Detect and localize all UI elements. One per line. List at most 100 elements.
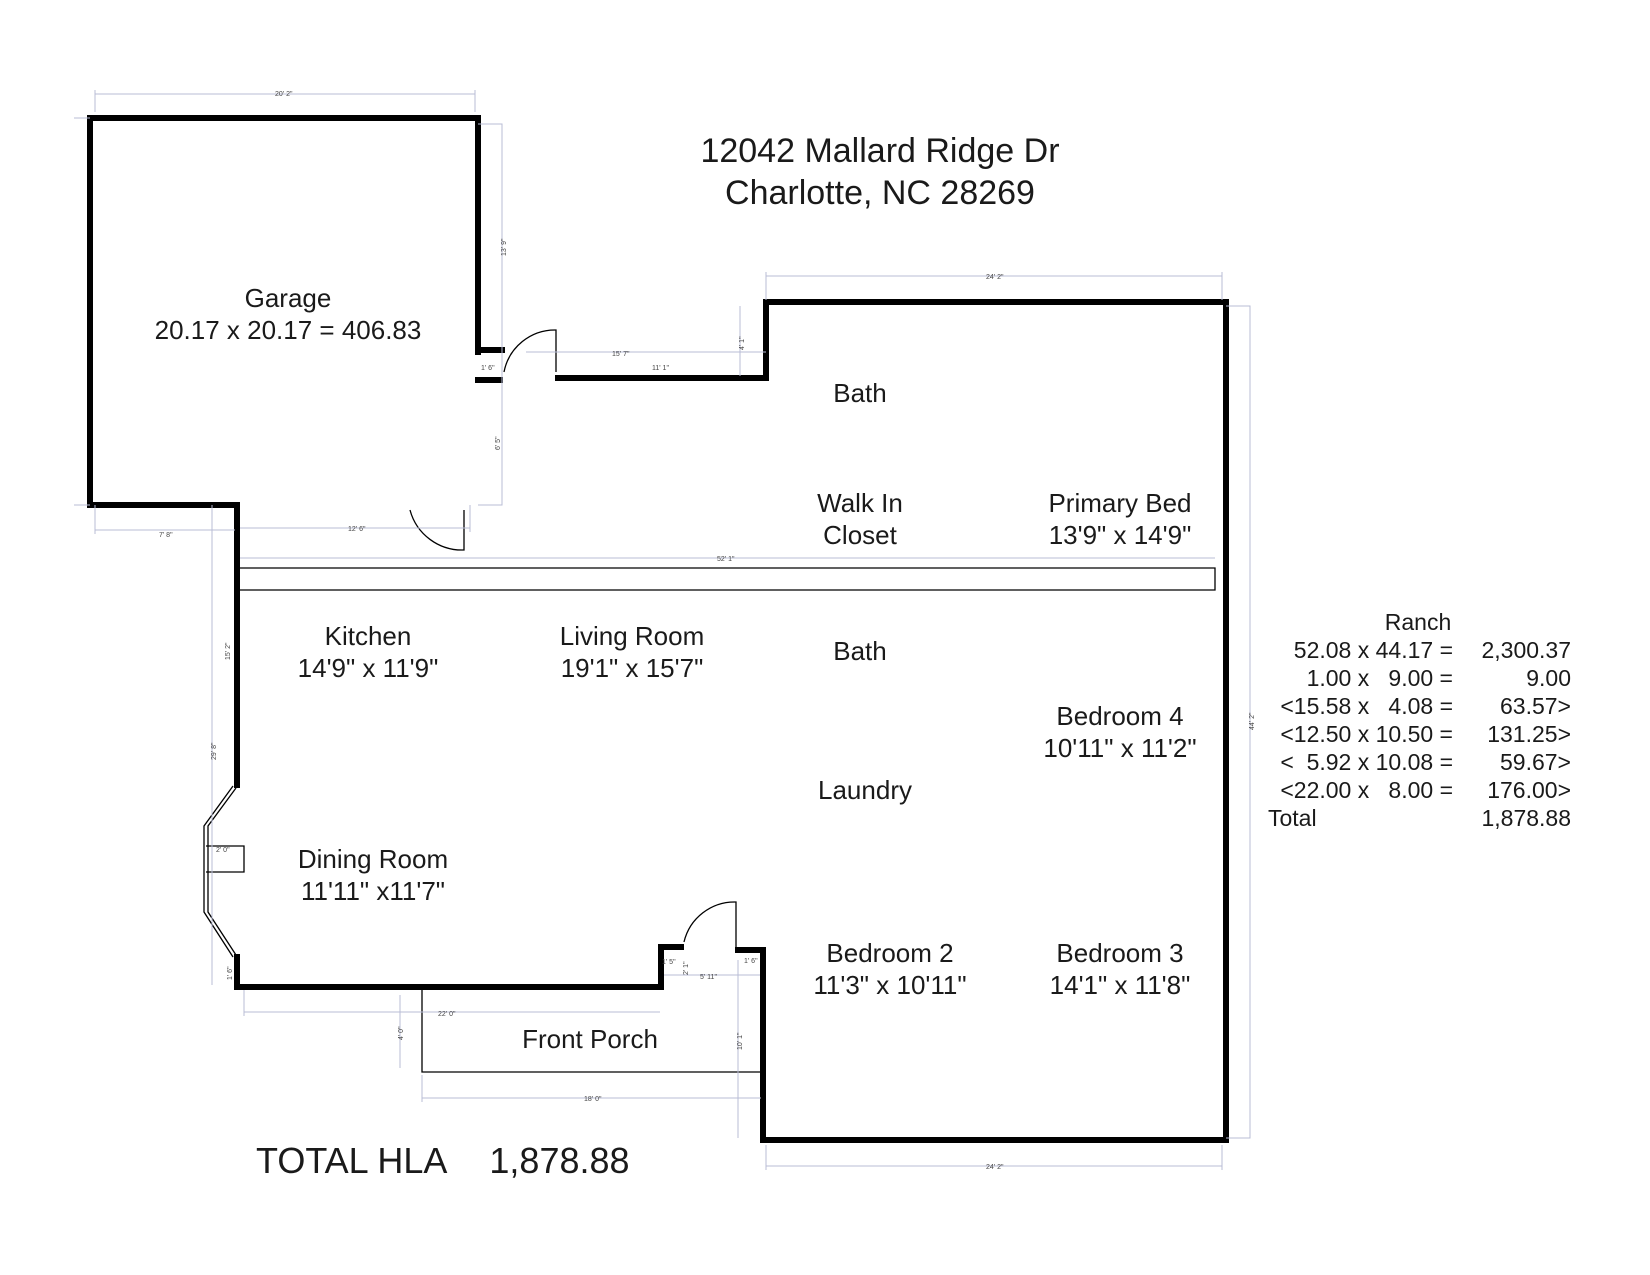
room-living-room: Living Room 19'1" x 15'7"	[522, 620, 742, 684]
room-dining-room: Dining Room 11'11" x11'7"	[268, 843, 478, 907]
area-value: 131.25>	[1487, 721, 1571, 747]
room-size: 14'1" x 11'8"	[1049, 970, 1191, 1000]
property-address: 12042 Mallard Ridge Dr Charlotte, NC 282…	[630, 130, 1130, 214]
garage-door-swing	[503, 329, 557, 373]
room-name: Laundry	[818, 775, 912, 805]
dimension-labels: 20' 2" 13' 9" 1' 6" 6' 5" 15' 7" 11' 1" …	[159, 91, 1256, 1171]
bay-window-sill	[206, 845, 245, 873]
dim-label: 24' 2"	[986, 1164, 1004, 1171]
dim-label: 4' 1"	[739, 336, 746, 350]
room-name: Front Porch	[522, 1024, 658, 1054]
dimension-lines	[74, 90, 1251, 1170]
closet-door-swing	[409, 509, 465, 551]
dim-label: 18' 0"	[584, 1096, 602, 1103]
room-bath-lower: Bath	[780, 635, 940, 667]
south-wall	[234, 944, 684, 990]
area-total-row: Total 1,878.88	[1268, 804, 1571, 832]
house-walls	[555, 299, 1229, 1143]
area-calc: 52.08 x 44.17 =	[1293, 637, 1453, 663]
dim-label: 5' 11"	[700, 974, 717, 981]
area-value: 59.67>	[1500, 749, 1571, 775]
area-calc: < 5.92 x 10.08 =	[1280, 749, 1453, 775]
interior-divider	[240, 567, 1216, 591]
area-calculation-table: Ranch 52.08 x 44.17 = 2,300.37 1.00 x 9.0…	[1268, 608, 1571, 832]
room-primary-bed: Primary Bed 13'9" x 14'9"	[1010, 487, 1230, 551]
area-value: 9.00	[1526, 665, 1571, 691]
dim-label: 1' 6"	[481, 365, 495, 372]
dim-label: 13' 9"	[501, 238, 508, 256]
dim-label: 52' 1"	[717, 556, 735, 563]
address-line-1: 12042 Mallard Ridge Dr	[700, 132, 1060, 170]
dim-label: 11' 1"	[652, 365, 669, 372]
total-hla-label: TOTAL HLA	[256, 1140, 448, 1181]
dim-label: 44' 2"	[1249, 712, 1256, 730]
area-value: 63.57>	[1500, 693, 1571, 719]
room-kitchen: Kitchen 14'9" x 11'9"	[268, 620, 468, 684]
area-value: 176.00>	[1487, 777, 1571, 803]
area-calc: <12.50 x 10.50 =	[1280, 721, 1453, 747]
room-bedroom-2: Bedroom 2 11'3" x 10'11"	[770, 937, 1010, 1001]
area-row: <15.58 x 4.08 = 63.57>	[1268, 692, 1571, 720]
address-line-2: Charlotte, NC 28269	[725, 174, 1035, 212]
area-row: <22.00 x 8.00 = 176.00>	[1268, 776, 1571, 804]
room-front-porch: Front Porch	[480, 1023, 700, 1055]
room-size: 14'9" x 11'9"	[297, 653, 439, 683]
area-total-value: 1,878.88	[1481, 805, 1571, 831]
dim-label: 1' 6"	[744, 958, 758, 965]
dim-label: 29' 8"	[211, 742, 218, 760]
area-total-label: Total	[1268, 805, 1317, 831]
room-name: Dining Room	[297, 844, 449, 874]
dim-label: 22' 0"	[438, 1011, 456, 1018]
dim-label: 7' 8"	[159, 532, 173, 539]
total-hla: TOTAL HLA 1,878.88	[256, 1140, 630, 1182]
room-name: Bath	[833, 378, 887, 408]
room-name: Kitchen	[324, 621, 412, 651]
room-bedroom-4: Bedroom 4 10'11" x 11'2"	[1000, 700, 1240, 764]
room-walk-in-closet: Walk In Closet	[770, 487, 950, 551]
dim-label: 2' 1"	[683, 961, 690, 975]
area-calc: <15.58 x 4.08 =	[1280, 693, 1453, 719]
dim-label: 6' 5"	[495, 436, 502, 450]
bay-window	[203, 785, 237, 958]
area-table-title: Ranch	[1384, 609, 1452, 635]
area-row: <12.50 x 10.50 = 131.25>	[1268, 720, 1571, 748]
area-value: 2,300.37	[1481, 637, 1571, 663]
area-calc: 1.00 x 9.00 =	[1306, 665, 1453, 691]
room-name: Primary Bed	[1048, 488, 1192, 518]
room-name: Bath	[833, 636, 887, 666]
room-size: 13'9" x 14'9"	[1048, 520, 1192, 550]
dim-label: 15' 7"	[612, 351, 630, 358]
room-name: Walk In	[817, 488, 903, 518]
dim-label: 2' 0"	[216, 847, 230, 854]
room-name: Bedroom 2	[826, 938, 954, 968]
dim-label: 24' 2"	[986, 274, 1004, 281]
room-size: 10'11" x 11'2"	[1043, 733, 1197, 763]
room-name: Living Room	[559, 621, 705, 651]
area-row: 1.00 x 9.00 = 9.00	[1268, 664, 1571, 692]
room-bedroom-3: Bedroom 3 14'1" x 11'8"	[1000, 937, 1240, 1001]
room-size: 11'3" x 10'11"	[813, 970, 967, 1000]
dim-label: 10' 1"	[737, 1032, 744, 1050]
room-name: Bedroom 3	[1056, 938, 1184, 968]
area-calc: <22.00 x 8.00 =	[1280, 777, 1453, 803]
room-size: 19'1" x 15'7"	[560, 653, 704, 683]
room-garage: Garage 20.17 x 20.17 = 406.83	[138, 282, 438, 346]
dim-label: 4' 0"	[398, 1026, 405, 1040]
area-row: 52.08 x 44.17 = 2,300.37	[1268, 636, 1571, 664]
front-porch-outline	[421, 990, 761, 1073]
dim-label: 20' 2"	[275, 91, 293, 98]
dim-label: 12' 6"	[348, 526, 366, 533]
dim-label: 1' 5"	[662, 959, 676, 966]
room-bath-upper: Bath	[780, 377, 940, 409]
entry-door-swing	[683, 901, 737, 948]
room-size: 20.17 x 20.17 = 406.83	[154, 315, 422, 345]
dim-label: 15' 2"	[225, 642, 232, 660]
room-size: Closet	[823, 520, 897, 550]
room-name: Garage	[244, 283, 332, 313]
dim-label: 1' 6"	[227, 966, 234, 980]
area-row: < 5.92 x 10.08 = 59.67>	[1268, 748, 1571, 776]
room-size: 11'11" x11'7"	[300, 876, 446, 906]
total-hla-value: 1,878.88	[489, 1140, 630, 1181]
room-name: Bedroom 4	[1056, 701, 1184, 731]
